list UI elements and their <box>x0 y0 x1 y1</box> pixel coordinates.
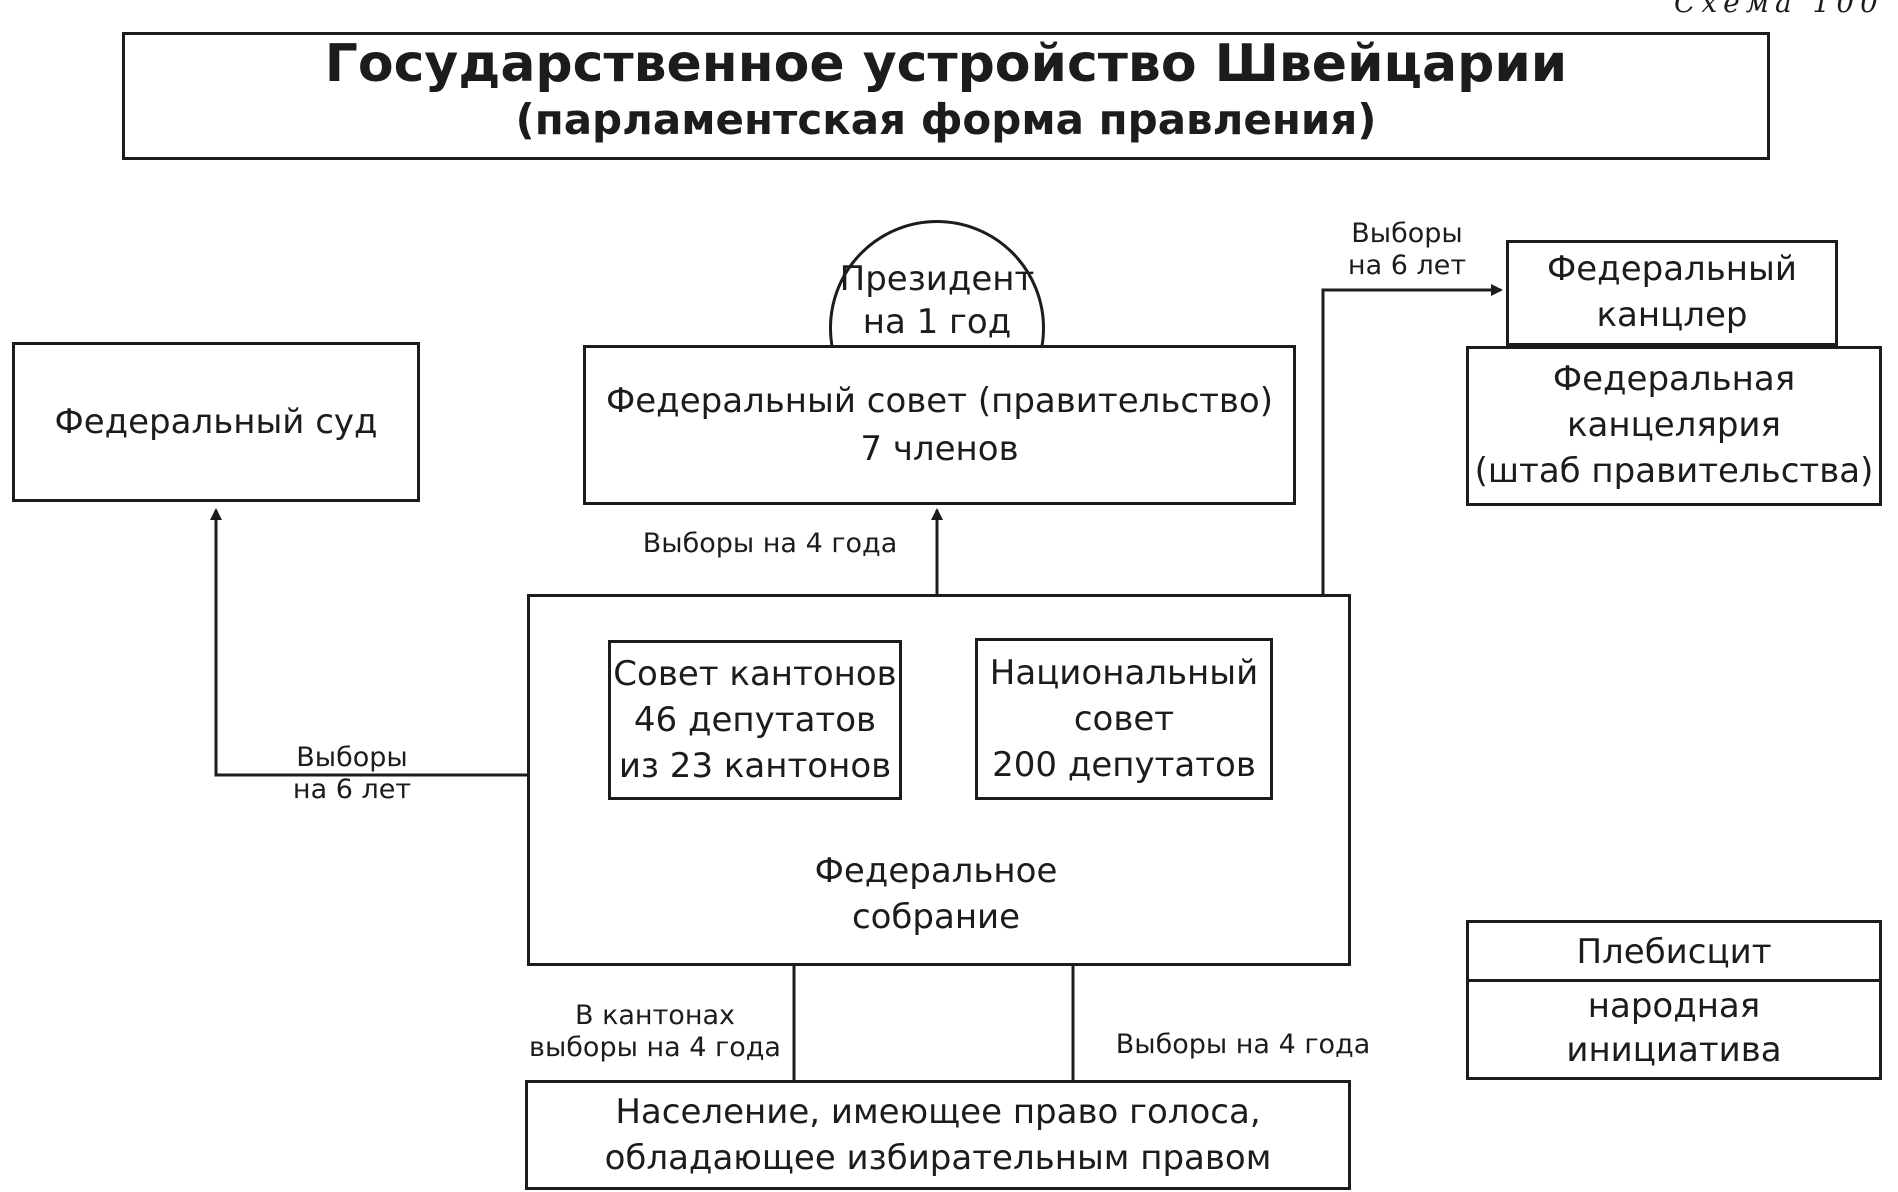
court-election-line2: на 6 лет <box>292 774 412 806</box>
national-council-box: Национальный совет 200 депутатов <box>975 638 1273 800</box>
label-cantons-election: В кантонах выборы на 4 года <box>520 1000 790 1065</box>
label-national-election: Выборы на 4 года <box>1115 1029 1371 1060</box>
title-frame: Государственное устройство Швейцарии (па… <box>122 32 1770 160</box>
chancellery-line1: Федеральная <box>1552 359 1796 400</box>
federal-chancellery-box: Федеральная канцелярия (штаб правительст… <box>1466 346 1882 506</box>
plebiscite-line1: народная <box>1587 986 1761 1026</box>
plebiscite-header: Плебисцит <box>1469 923 1879 982</box>
federal-council-members: 7 членов <box>860 429 1019 469</box>
national-council-line1: Национальный <box>989 652 1259 693</box>
label-court-election: Выборы на 6 лет <box>272 742 432 807</box>
cantons-council-title: Совет кантонов <box>613 653 897 694</box>
cantons-election-line2: выборы на 4 года <box>529 1032 781 1064</box>
plebiscite-box: Плебисцит народная инициатива <box>1466 920 1882 1080</box>
federal-council-box: Федеральный совет (правительство) 7 член… <box>583 345 1296 505</box>
scheme-number: Схема 100 <box>1673 0 1884 19</box>
assembly-line1: Федеральное <box>814 851 1058 891</box>
chancellor-line2: канцлер <box>1596 295 1748 335</box>
plebiscite-line2: инициатива <box>1566 1030 1782 1071</box>
president-label: Президент на 1 год <box>829 258 1045 343</box>
assembly-line2: собрание <box>851 897 1021 938</box>
arrow-assembly-to-chancellor <box>1321 284 1503 594</box>
federal-chancellor-box: Федеральный канцлер <box>1506 240 1838 346</box>
national-council-deputies: 200 депутатов <box>992 745 1256 786</box>
federal-assembly-label: Федеральное собрание <box>810 848 1062 940</box>
label-chancellor-election: Выборы на 6 лет <box>1330 218 1484 283</box>
arrow-assembly-to-court <box>210 508 527 777</box>
page-title: Государственное устройство Швейцарии <box>324 34 1568 94</box>
population-line2: обладающее избирательным правом <box>604 1138 1272 1178</box>
chancellor-election-line2: на 6 лет <box>1347 250 1467 282</box>
council-of-cantons-box: Совет кантонов 46 депутатов из 23 кантон… <box>608 640 902 800</box>
federal-court-box: Федеральный суд <box>12 342 420 502</box>
cantons-council-deputies: 46 депутатов <box>633 699 877 740</box>
chancellor-line1: Федеральный <box>1547 249 1797 290</box>
federal-court-title: Федеральный суд <box>54 401 378 442</box>
page-subtitle: (парламентская форма правления) <box>515 94 1377 144</box>
chancellery-line3: (штаб правительства) <box>1474 450 1874 491</box>
national-council-line2: совет <box>1073 698 1175 739</box>
label-council-election: Выборы на 4 года <box>642 528 898 559</box>
chancellor-election-line1: Выборы <box>1351 218 1463 249</box>
court-election-line1: Выборы <box>296 742 408 773</box>
cantons-council-origin: из 23 кантонов <box>618 746 892 787</box>
federal-council-title: Федеральный совет (правительство) <box>606 380 1273 421</box>
chancellery-line2: канцелярия <box>1567 405 1781 446</box>
president-term: на 1 год <box>862 301 1012 342</box>
cantons-election-line1: В кантонах <box>574 1000 736 1031</box>
population-line1: Население, имеющее право голоса, <box>615 1091 1261 1132</box>
president-title: Президент <box>839 259 1035 299</box>
population-box: Население, имеющее право голоса, обладаю… <box>525 1080 1351 1190</box>
